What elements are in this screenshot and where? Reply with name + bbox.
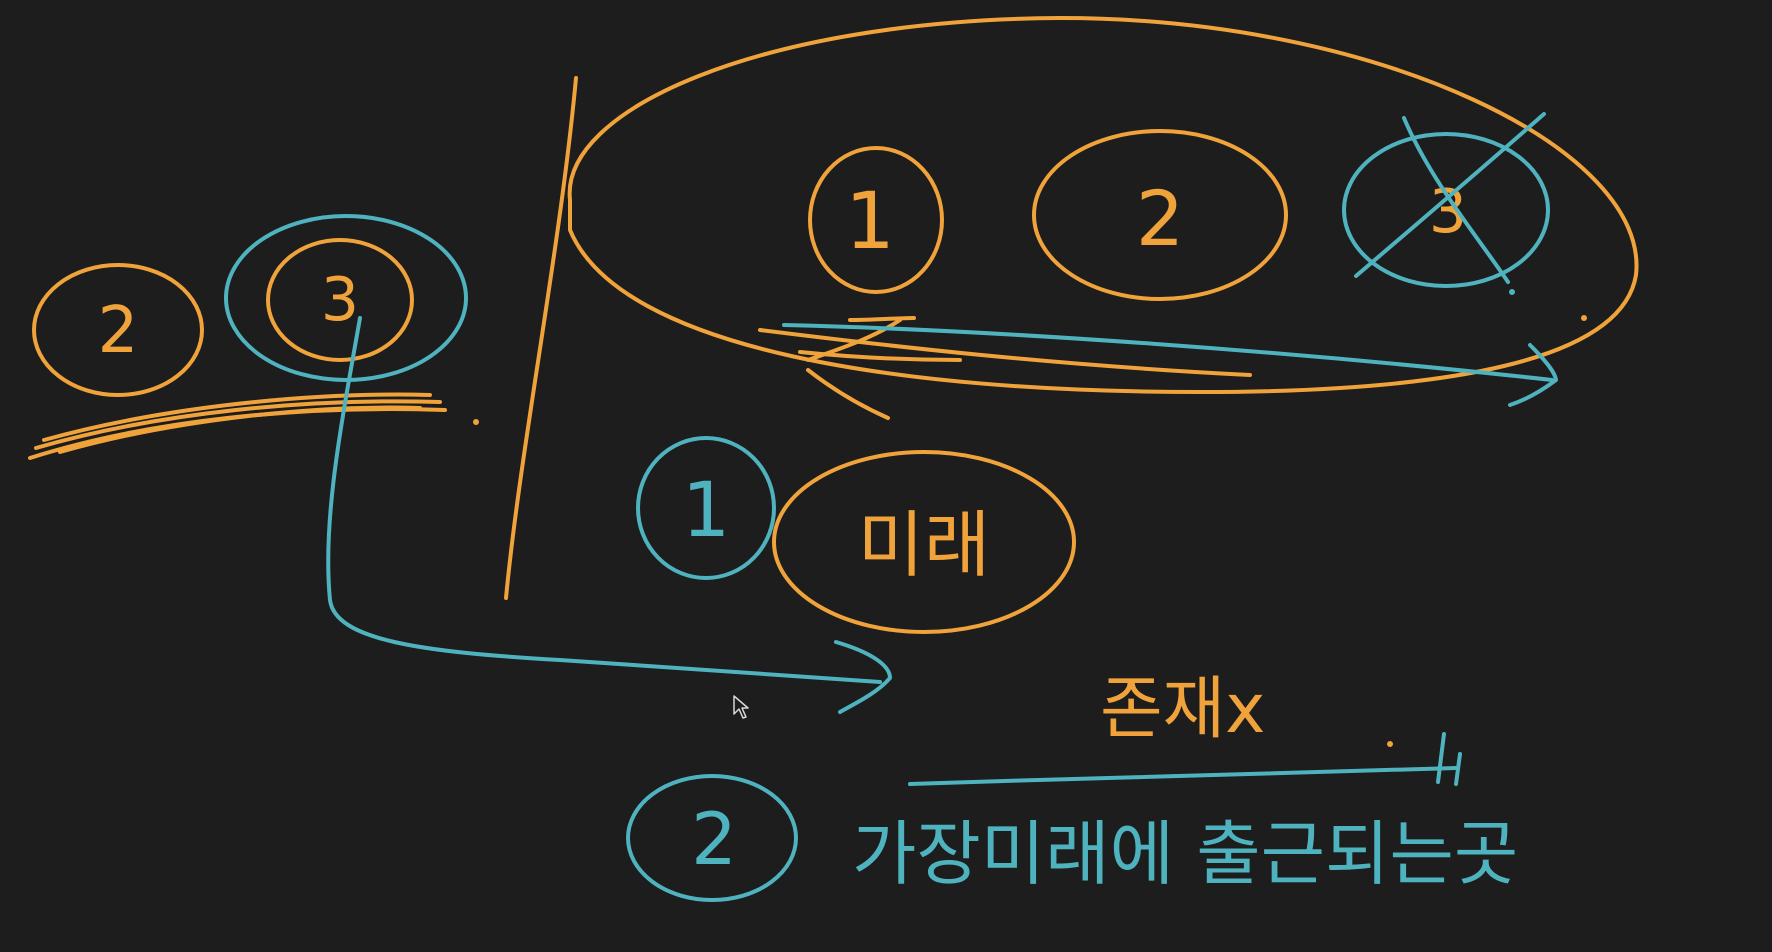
vertical-divider: [504, 76, 578, 600]
left-node-2-label: 2: [98, 294, 139, 368]
ellipse-node-1-label: 1: [845, 177, 895, 267]
left-node-2: 2: [32, 263, 204, 397]
lower-note: 존재x: [1100, 670, 1265, 749]
lower-item-2-number: 2: [691, 797, 737, 881]
left-node-3: 3: [224, 214, 468, 382]
left-node-3-circle: [266, 238, 414, 362]
lower-item-2-text: 가장미래에 출근되는곳: [852, 813, 1518, 895]
ellipse-arrow-shaft: [782, 323, 1554, 382]
ellipse-arrow-head: [1508, 343, 1558, 407]
teal-underline: [908, 732, 1462, 786]
lower-item-1: 1 미래: [636, 436, 1076, 634]
big-ellipse: [567, 16, 1639, 394]
lower-item-1-number-circle: [636, 436, 776, 580]
left-node-3-label: 3: [321, 265, 359, 335]
ellipse-group: 1 2 3: [567, 16, 1639, 420]
left-underline-scribble: [28, 392, 479, 460]
lower-item-2-number-circle: [626, 774, 798, 902]
left-node-3-teal-ring: [224, 214, 468, 382]
cross-stroke-b: [1354, 112, 1546, 278]
left-node-2-circle: [32, 263, 204, 397]
connector-arrow-head: [834, 640, 892, 714]
lower-item-2: 2 가장미래에 출근되는곳: [626, 774, 1518, 902]
ellipse-node-3-teal-circle: [1342, 132, 1550, 288]
ellipse-node-2-label: 2: [1136, 174, 1184, 263]
connector-arrow: [326, 316, 892, 714]
lower-item-1-word: 미래: [858, 503, 990, 587]
lower-item-1-number: 1: [682, 465, 730, 554]
ellipse-node-1-circle: [808, 146, 944, 294]
cross-stroke-a: [1402, 116, 1510, 284]
mouse-cursor-icon: [733, 695, 749, 719]
ellipse-node-2-circle: [1032, 129, 1288, 301]
connector-arrow-shaft: [326, 316, 882, 684]
lower-item-1-word-circle: [772, 450, 1076, 634]
